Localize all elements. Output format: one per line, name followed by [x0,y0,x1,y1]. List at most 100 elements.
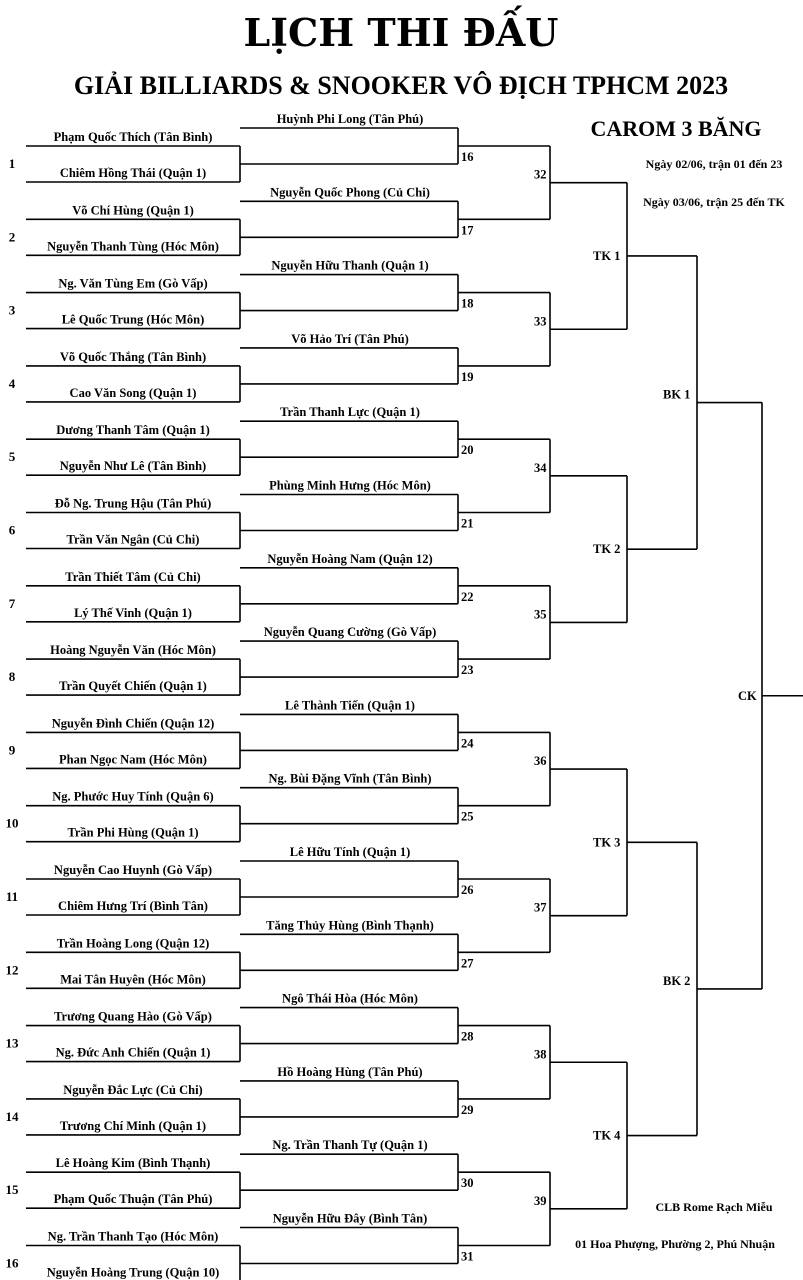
quarterfinal-label: TK 1 [593,249,620,263]
seeded-player-name: Huỳnh Phi Long (Tân Phú) [277,112,424,126]
round2-match-number: 31 [461,1250,474,1264]
round1-match-number: 11 [6,889,18,904]
player-name: Nguyễn Đắc Lực (Củ Chi) [63,1083,202,1097]
round3-match-number: 36 [534,754,547,768]
round2-match-number: 21 [461,517,474,531]
round2-match-number: 30 [461,1176,474,1190]
round2-match-number: 23 [461,663,474,677]
round3-match-number: 35 [534,607,547,621]
round1-match-number: 1 [9,156,16,171]
seeded-player-name: Nguyễn Hoàng Nam (Quận 12) [267,552,432,566]
round1-match-number: 6 [9,523,16,538]
player-name: Mai Tân Huyên (Hóc Môn) [60,972,206,986]
player-name: Phạm Quốc Thuận (Tân Phú) [54,1192,213,1206]
player-name: Chiêm Hưng Trí (Bình Tân) [58,899,208,913]
quarterfinal-label: TK 4 [593,1129,621,1143]
player-name: Võ Chí Hùng (Quận 1) [72,203,194,217]
player-name: Đỗ Ng. Trung Hậu (Tân Phú) [55,497,212,511]
round2-match-number: 26 [461,883,474,897]
round3-match-number: 38 [534,1047,547,1061]
round3-match-number: 34 [534,461,547,475]
seeded-player-name: Trần Thanh Lực (Quận 1) [280,405,420,419]
seeded-player-name: Nguyễn Quốc Phong (Củ Chi) [270,185,430,199]
seeded-player-name: Nguyễn Hữu Thanh (Quận 1) [271,259,428,273]
player-name: Cao Văn Song (Quận 1) [70,386,197,400]
round1-match-number: 8 [9,669,16,684]
round1-match-number: 4 [9,376,16,391]
player-name: Ng. Trần Thanh Tạo (Hóc Môn) [48,1230,219,1244]
round2-match-number: 20 [461,443,474,457]
player-name: Nguyễn Thanh Tùng (Hóc Môn) [47,239,219,253]
player-name: Nguyễn Như Lê (Tân Bình) [60,459,206,473]
round1-match-number: 16 [6,1256,20,1271]
quarterfinal-label: TK 2 [593,542,620,556]
round1-match-number: 10 [6,816,19,831]
seeded-player-name: Lê Hữu Tính (Quận 1) [290,845,411,859]
club-address: 01 Hoa Phượng, Phường 2, Phú Nhuận [575,1237,775,1251]
round2-match-number: 19 [461,370,474,384]
round1-match-number: 15 [6,1182,20,1197]
seeded-player-name: Phùng Minh Hưng (Hóc Môn) [269,479,431,493]
player-name: Nguyễn Đình Chiến (Quận 12) [52,716,215,730]
player-name: Ng. Đức Anh Chiến (Quận 1) [56,1046,211,1060]
semifinal-label: BK 2 [663,974,690,988]
round2-match-number: 18 [461,297,474,311]
round1-match-number: 9 [9,742,16,757]
seeded-player-name: Ng. Trần Thanh Tự (Quận 1) [272,1138,427,1152]
player-name: Chiêm Hồng Thái (Quận 1) [60,166,206,180]
seeded-player-name: Tăng Thủy Hùng (Bình Thạnh) [266,918,434,932]
player-name: Lý Thế Vinh (Quận 1) [74,606,192,620]
round1-match-number: 14 [6,1109,20,1124]
round2-match-number: 17 [461,223,474,237]
schedule-day-1: Ngày 02/06, trận 01 đến 23 [646,157,783,171]
player-name: Trương Quang Hào (Gò Vấp) [54,1010,212,1024]
round1-match-number: 3 [9,303,16,318]
round1-match-number: 5 [9,449,16,464]
category-label: CAROM 3 BĂNG [590,116,761,141]
round3-match-number: 33 [534,314,547,328]
round3-match-number: 39 [534,1194,547,1208]
player-name: Trần Văn Ngân (Củ Chi) [67,533,200,547]
player-name: Lê Quốc Trung (Hóc Môn) [62,313,205,327]
round1-match-number: 12 [6,962,19,977]
player-name: Dương Thanh Tâm (Quận 1) [56,423,210,437]
round2-match-number: 27 [461,956,474,970]
seeded-player-name: Lê Thành Tiến (Quận 1) [285,698,415,712]
round1-match-number: 13 [6,1036,20,1051]
player-name: Ng. Phước Huy Tính (Quận 6) [52,790,213,804]
page-title: LỊCH THI ĐẤU [244,6,559,55]
player-name: Lê Hoàng Kim (Bình Thạnh) [56,1156,211,1170]
player-name: Hoàng Nguyễn Văn (Hóc Môn) [50,643,216,657]
player-name: Trần Quyết Chiến (Quận 1) [59,679,207,693]
player-name: Phạm Quốc Thích (Tân Bình) [54,130,213,144]
player-name: Nguyễn Hoàng Trung (Quận 10) [47,1266,220,1280]
round2-match-number: 28 [461,1030,474,1044]
round2-match-number: 24 [461,736,474,750]
seeded-player-name: Hồ Hoàng Hùng (Tân Phú) [277,1065,422,1079]
final-label: CK [738,689,757,703]
round3-match-number: 32 [534,168,547,182]
seeded-player-name: Nguyễn Quang Cường (Gò Vấp) [264,625,437,639]
page-subtitle: GIẢI BILLIARDS & SNOOKER VÔ ĐỊCH TPHCM 2… [74,71,728,100]
player-name: Trần Hoàng Long (Quận 12) [57,936,210,950]
semifinal-label: BK 1 [663,388,690,402]
round2-match-number: 22 [461,590,474,604]
round1-match-number: 2 [9,229,16,244]
player-name: Võ Quốc Thắng (Tân Bình) [60,350,206,364]
player-name: Nguyễn Cao Huynh (Gò Vấp) [54,863,212,877]
player-name: Phan Ngọc Nam (Hóc Môn) [59,752,207,766]
seeded-player-name: Võ Hảo Trí (Tân Phú) [291,332,409,346]
round2-match-number: 29 [461,1103,474,1117]
round3-match-number: 37 [534,901,547,915]
schedule-day-2: Ngày 03/06, trận 25 đến TK [643,195,785,209]
player-name: Ng. Văn Tùng Em (Gò Vấp) [58,277,207,291]
round2-match-number: 16 [461,150,474,164]
seeded-player-name: Ngô Thái Hòa (Hóc Môn) [282,992,418,1006]
seeded-player-name: Nguyễn Hữu Đây (Bình Tân) [273,1212,428,1226]
club-name: CLB Rome Rạch Miễu [656,1200,773,1214]
player-name: Trương Chí Minh (Quận 1) [60,1119,206,1133]
player-name: Trần Phi Hùng (Quận 1) [67,826,198,840]
quarterfinal-label: TK 3 [593,835,620,849]
round2-match-number: 25 [461,810,474,824]
